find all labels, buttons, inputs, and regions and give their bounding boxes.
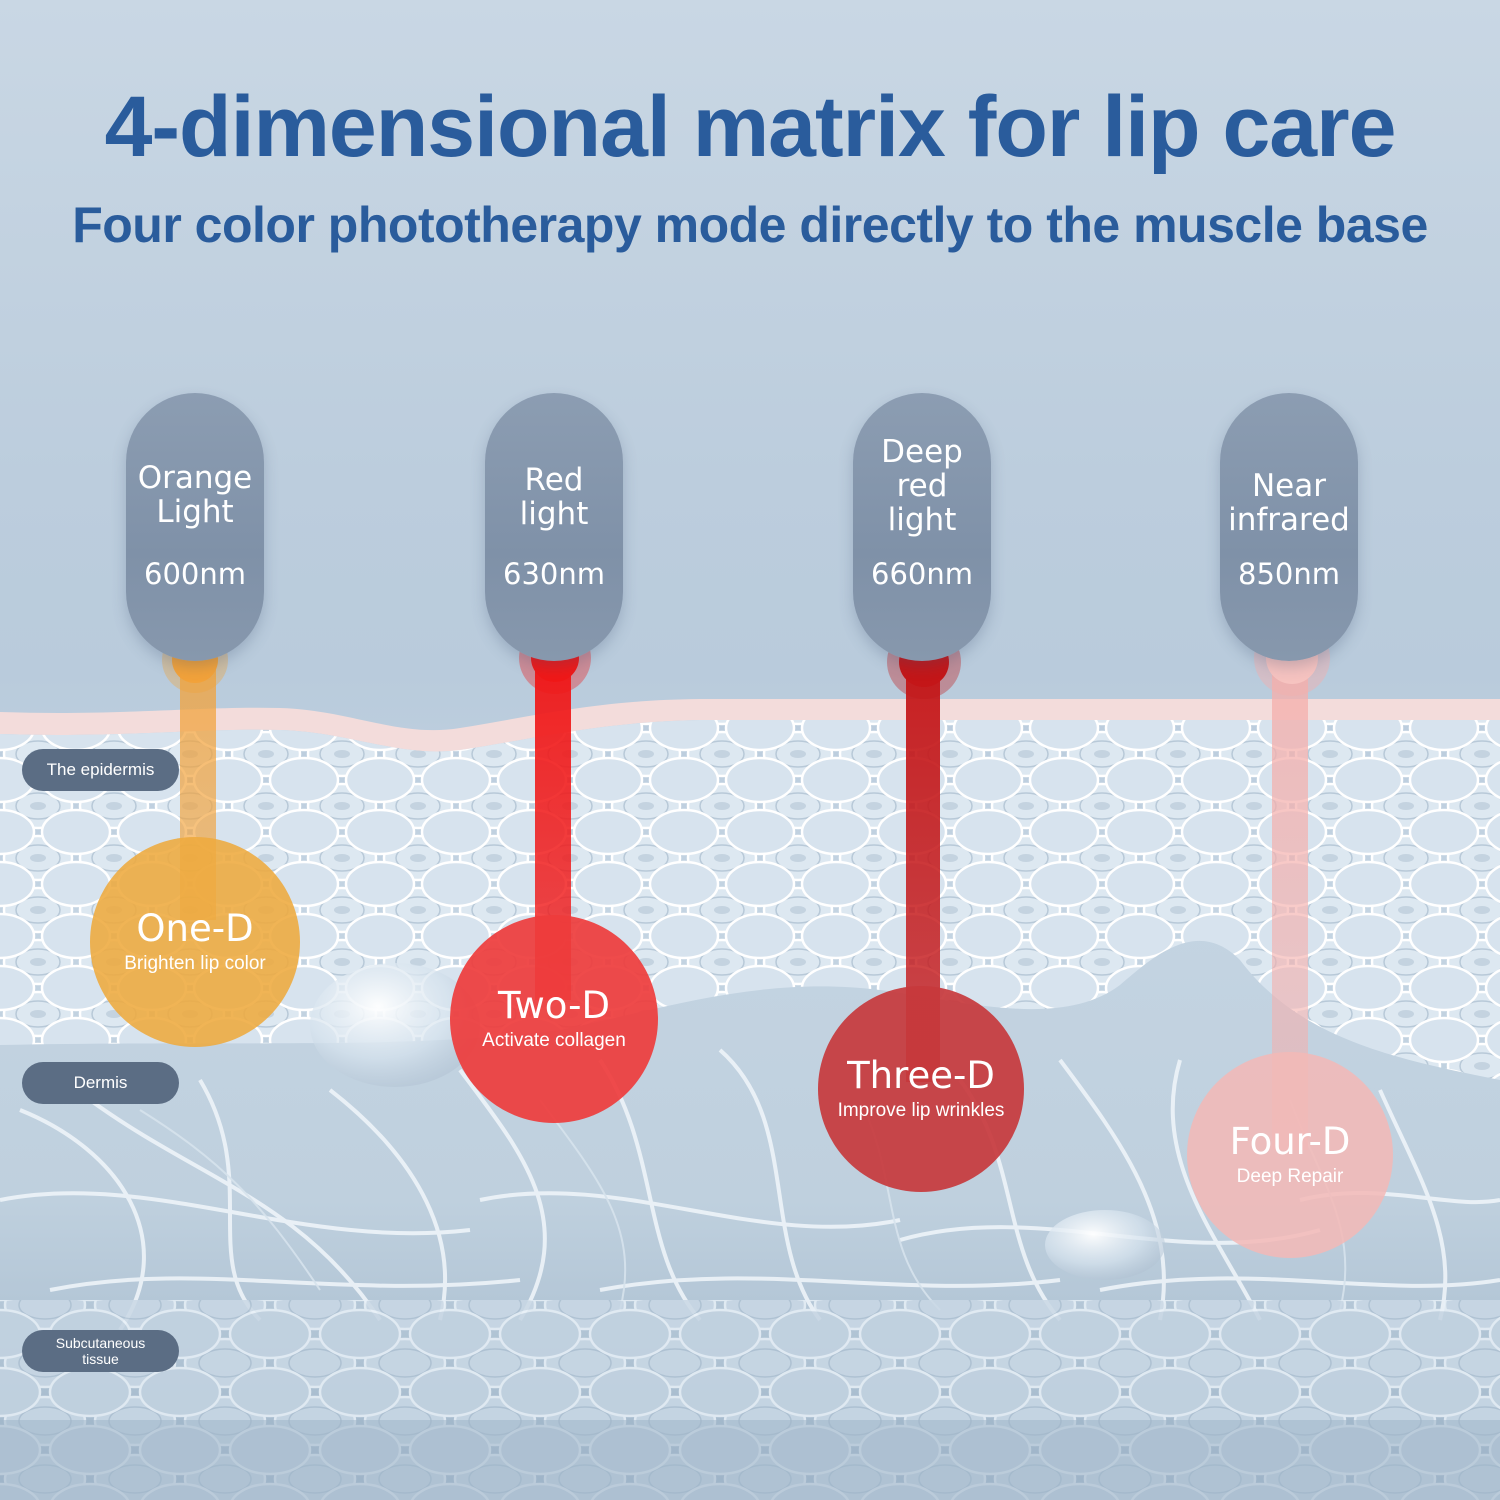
layer-label-subcutaneous: Subcutaneous tissue: [22, 1330, 179, 1372]
stage-name: Four-D: [1229, 1120, 1351, 1163]
light-name: Near infrared: [1228, 468, 1350, 538]
stage-name: One-D: [136, 907, 254, 950]
stage-one-d: One-D Brighten lip color: [90, 837, 300, 1047]
bubble-small: [1045, 1210, 1165, 1280]
light-wavelength: 850nm: [1238, 557, 1340, 591]
light-card-near-infrared: Near infrared 850nm: [1220, 393, 1358, 661]
light-wavelength: 600nm: [144, 557, 246, 591]
stage-three-d: Three-D Improve lip wrinkles: [818, 986, 1024, 1192]
bubble-large: [310, 963, 480, 1087]
skin-surface-line: [0, 699, 1500, 752]
stage-description: Activate collagen: [482, 1030, 626, 1051]
light-card-red: Red light 630nm: [485, 393, 623, 661]
bottom-shade: [0, 1420, 1500, 1500]
light-wavelength: 630nm: [503, 557, 605, 591]
layer-label-dermis: Dermis: [22, 1062, 179, 1104]
dermis-fibers: [0, 1048, 1500, 1332]
page-subtitle: Four color phototherapy mode directly to…: [72, 197, 1428, 253]
page-title: 4-dimensional matrix for lip care: [104, 79, 1397, 175]
layer-label-epidermis: The epidermis: [22, 749, 179, 791]
stage-name: Two-D: [498, 984, 610, 1027]
stage-four-d: Four-D Deep Repair: [1187, 1052, 1393, 1258]
light-wavelength: 660nm: [871, 557, 973, 591]
stage-name: Three-D: [847, 1054, 995, 1097]
light-name: Orange Light: [137, 460, 253, 530]
light-name: Deep red light: [881, 434, 963, 538]
stage-description: Improve lip wrinkles: [837, 1100, 1005, 1121]
light-card-orange: Orange Light 600nm: [126, 393, 264, 661]
stage-two-d: Two-D Activate collagen: [450, 915, 658, 1123]
light-card-deep-red: Deep red light 660nm: [853, 393, 991, 661]
light-name: Red light: [519, 462, 589, 532]
stage-description: Brighten lip color: [124, 953, 266, 974]
stage-description: Deep Repair: [1236, 1166, 1344, 1187]
